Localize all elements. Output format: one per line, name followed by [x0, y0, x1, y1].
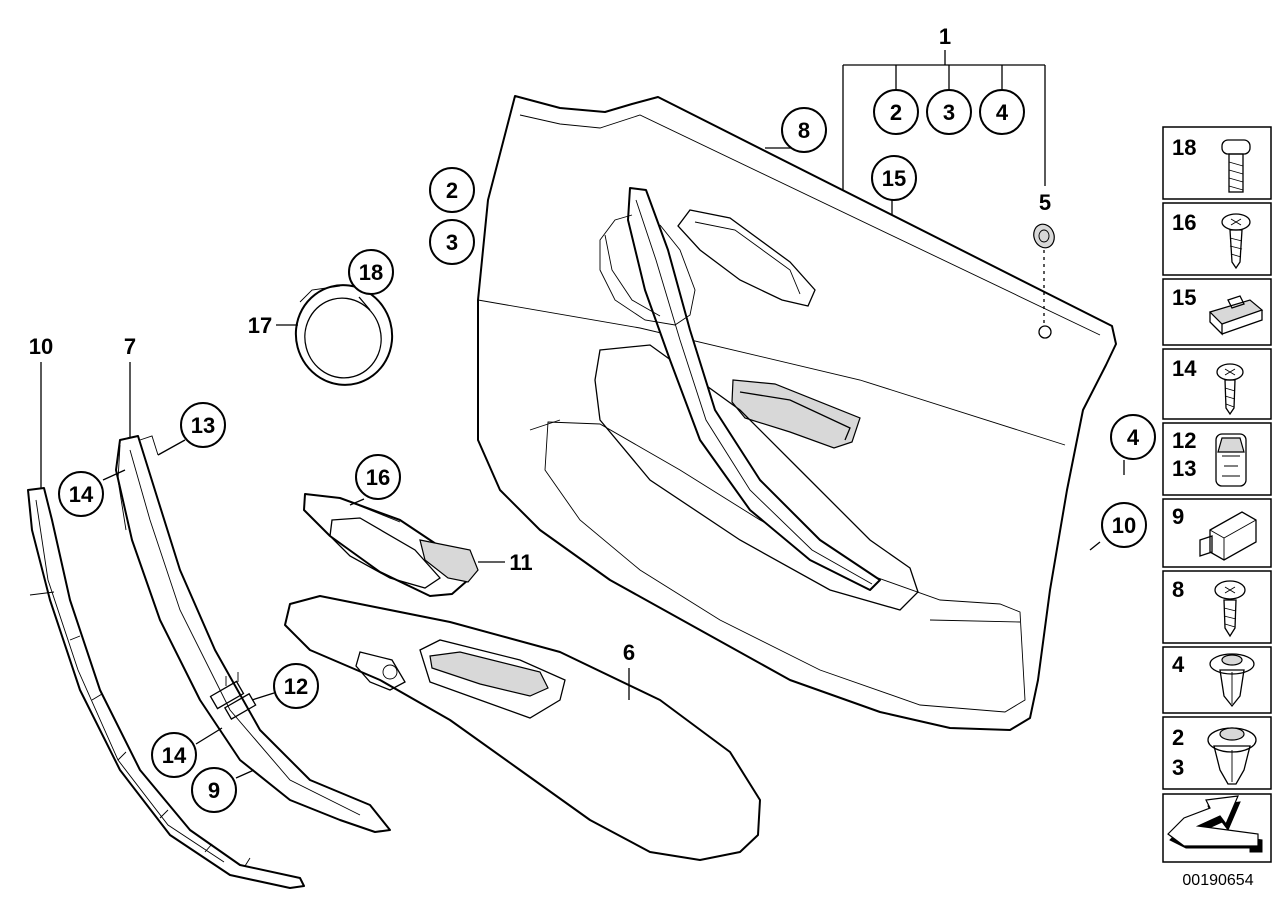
screw-icon [1221, 213, 1251, 270]
trim-strip-7 [115, 435, 391, 833]
svg-text:2: 2 [890, 100, 902, 125]
svg-text:14: 14 [162, 743, 187, 768]
svg-text:13: 13 [1172, 456, 1196, 481]
svg-text:2: 2 [1172, 725, 1184, 750]
callout-17: 17 [248, 313, 272, 338]
callout-15: 15 [871, 155, 917, 201]
callout-18: 18 [348, 249, 394, 295]
legend-row-4: 4 [1162, 646, 1272, 714]
callout-4-top: 4 [979, 89, 1025, 135]
legend-row-9: 9 [1162, 498, 1272, 568]
svg-text:9: 9 [208, 778, 220, 803]
callout-5: 5 [1039, 190, 1051, 215]
svg-text:16: 16 [1172, 210, 1196, 235]
svg-text:2: 2 [446, 178, 458, 203]
callout-16: 16 [355, 454, 401, 500]
svg-text:14: 14 [1172, 356, 1197, 381]
callout-10-left: 10 [29, 334, 53, 359]
svg-text:8: 8 [798, 118, 810, 143]
retaining-clip-icon [1199, 511, 1257, 561]
callout-2-left: 2 [429, 167, 475, 213]
callout-3-top: 3 [926, 89, 972, 135]
callouts: 1 2 3 4 5 8 15 2 3 18 17 10 7 13 14 16 1… [29, 24, 1156, 813]
callout-1: 1 [939, 24, 951, 49]
door-trim-panel [477, 95, 1117, 731]
speaker-cover [294, 284, 394, 386]
callout-4-right: 4 [1110, 414, 1156, 460]
legend-row-2-3: 2 3 [1162, 716, 1272, 790]
leader-lines [40, 50, 1125, 779]
svg-text:8: 8 [1172, 577, 1184, 602]
svg-text:10: 10 [1112, 513, 1136, 538]
callout-3-left: 3 [429, 219, 475, 265]
svg-text:4: 4 [1127, 425, 1140, 450]
svg-text:16: 16 [366, 465, 390, 490]
callout-14-lower: 14 [151, 732, 197, 778]
svg-text:18: 18 [1172, 135, 1196, 160]
expanding-nut-icon [1215, 433, 1247, 487]
legend-row-15: 15 [1162, 278, 1272, 346]
svg-text:14: 14 [69, 482, 94, 507]
callout-13: 13 [180, 402, 226, 448]
callout-7: 7 [124, 334, 136, 359]
svg-text:3: 3 [446, 230, 458, 255]
push-rivet-icon [1209, 653, 1255, 708]
callout-11: 11 [509, 550, 532, 575]
fastener-legend: 18 16 15 [1162, 126, 1272, 863]
screw-icon [1216, 363, 1244, 416]
legend-row-18: 18 [1162, 126, 1272, 200]
svg-text:18: 18 [359, 260, 383, 285]
legend-row-14: 14 [1162, 348, 1272, 420]
callout-12: 12 [273, 663, 319, 709]
svg-text:15: 15 [882, 166, 906, 191]
legend-row-16: 16 [1162, 202, 1272, 276]
doc-number: 00190654 [1182, 872, 1253, 889]
legend-direction [1162, 793, 1272, 863]
svg-text:3: 3 [943, 100, 955, 125]
callout-9: 9 [191, 767, 237, 813]
svg-text:3: 3 [1172, 755, 1184, 780]
armrest-trim [284, 595, 761, 861]
svg-text:12: 12 [284, 674, 308, 699]
svg-text:9: 9 [1172, 504, 1184, 529]
trim-strip-10 [27, 487, 305, 889]
screw-short-icon [1221, 139, 1251, 193]
clip-5 [1033, 223, 1055, 249]
screw-icon [1214, 580, 1246, 638]
svg-text:12: 12 [1172, 428, 1196, 453]
direction-arrow-icon [1167, 795, 1263, 853]
svg-text:15: 15 [1172, 285, 1196, 310]
callout-2-top: 2 [873, 89, 919, 135]
legend-row-12-13: 12 13 [1162, 422, 1272, 496]
svg-text:4: 4 [1172, 652, 1185, 677]
push-rivet-large-icon [1207, 727, 1257, 785]
clip-strip-icon [1208, 295, 1264, 336]
callout-14-upper: 14 [58, 471, 104, 517]
legend-row-8: 8 [1162, 570, 1272, 644]
svg-text:4: 4 [996, 100, 1009, 125]
callout-6: 6 [623, 640, 635, 665]
svg-text:13: 13 [191, 413, 215, 438]
callout-10-right: 10 [1101, 502, 1147, 548]
door-handle-bezel [303, 493, 479, 597]
callout-8: 8 [781, 107, 827, 153]
